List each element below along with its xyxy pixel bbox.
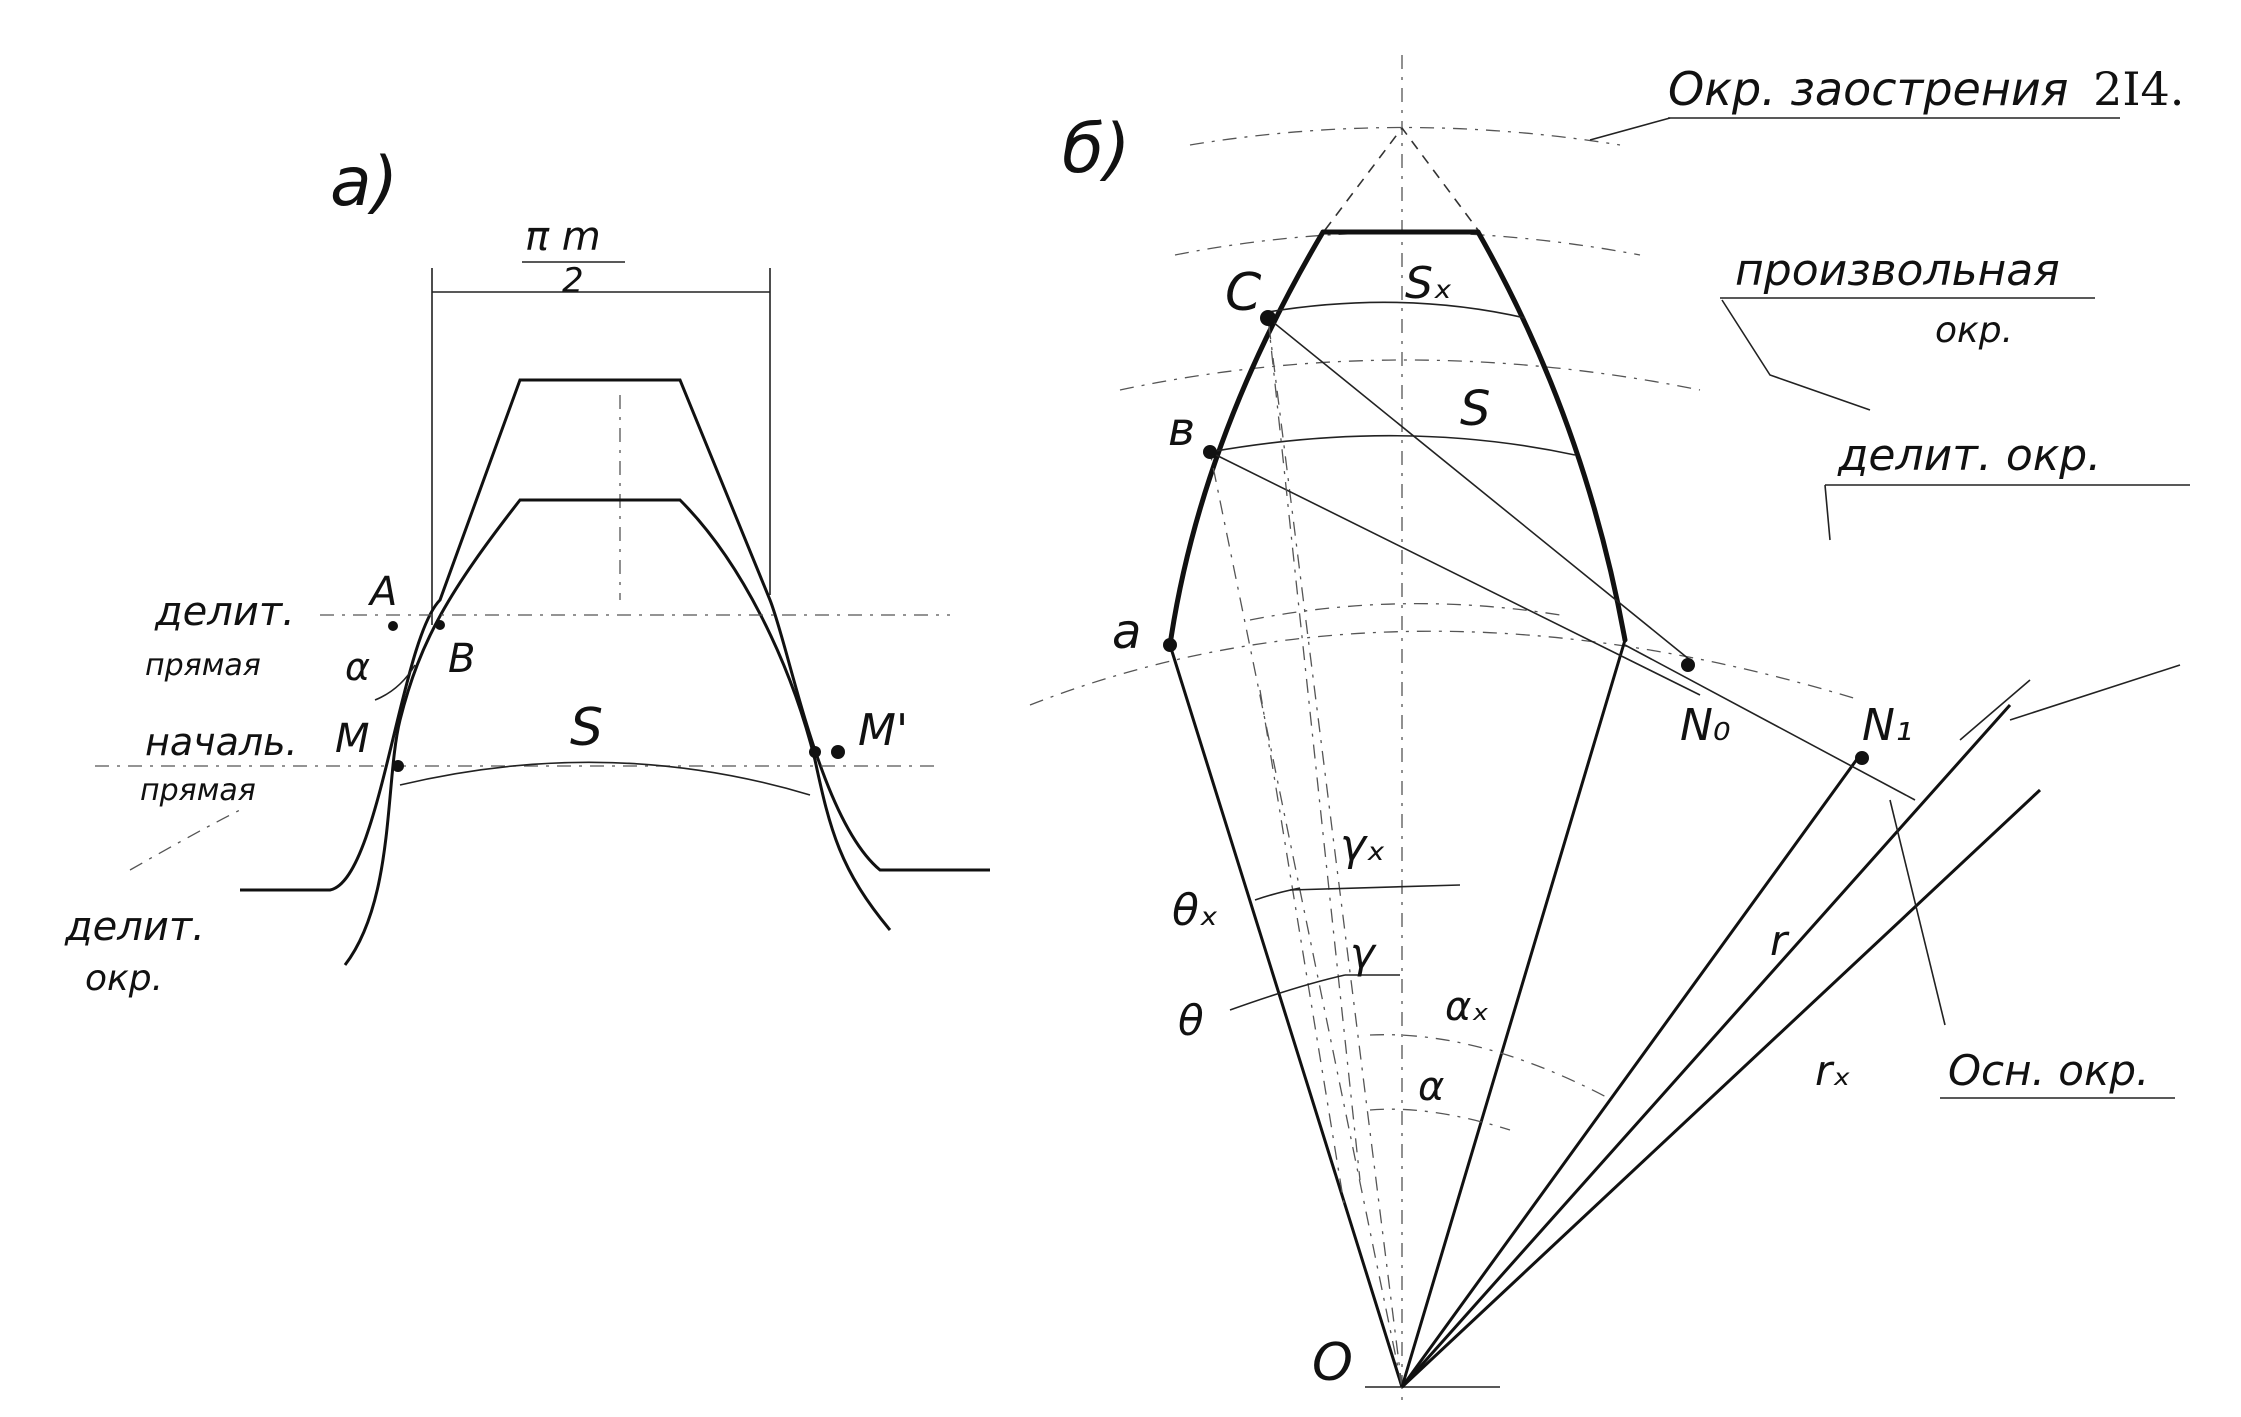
tangent-b [1209, 451, 1701, 696]
tangent-c [1267, 317, 1691, 661]
dividing-circle-label-a-2: окр. [85, 958, 163, 999]
radius-right-N0 [1400, 639, 1627, 1388]
panel-b-label: б) [1062, 110, 1130, 189]
arbitrary-circle-label: произвольная [1735, 245, 2060, 296]
radius-left-outer [1168, 644, 1404, 1388]
point-B-marker [435, 620, 445, 630]
radius-arrow-rx [1959, 679, 2031, 741]
sharpening-circle-label: Окр. заострения 2I4. [1668, 62, 2184, 116]
gamma-x-label: γₓ [1340, 820, 1386, 871]
point-B-label: B [448, 636, 475, 682]
theta-x-arc [1254, 887, 1301, 901]
dividing-line-label: делит. [154, 589, 295, 635]
rack-tooth-profile [240, 378, 990, 892]
point-a-label: a [1112, 604, 1141, 660]
radius-left-b [1209, 451, 1403, 1388]
base-leader [1889, 799, 1946, 1026]
panel-b: б) Sₓ S [1029, 55, 2190, 1405]
base-circle-label: Осн. окр. [1948, 1046, 2149, 1095]
point-M-marker [392, 760, 404, 772]
pitch-fraction-denominator: 2 [562, 261, 584, 301]
sharpening-leader [1589, 117, 1671, 141]
dividing-circle-label-b: делит. окр. [1837, 430, 2101, 481]
gear-tooth-profile [343, 498, 892, 966]
radius-left-c [1267, 317, 1403, 1388]
point-A-label: A [367, 569, 397, 615]
panel-a: а) π m 2 S α A B M M' дели [64, 143, 990, 999]
dividing-circle-label-a: делит. [64, 904, 205, 950]
radius-rx [1400, 704, 2012, 1388]
radius-rx-2 [1400, 788, 2042, 1389]
tooth-profile-left [1167, 229, 1326, 648]
alpha-label-b: α [1418, 1064, 1444, 1110]
point-N0-label: N₀ [1680, 700, 1731, 751]
sx-arc [1267, 301, 1526, 319]
r-label: r [1770, 916, 1790, 965]
s-label-b: S [1460, 381, 1490, 437]
dividing-leader-b [1824, 484, 1831, 541]
point-b-marker [1203, 445, 1217, 459]
root-circle-arc [1249, 602, 1561, 621]
dividing-circle-arc-b [1119, 359, 1701, 391]
base-circle-arc [1029, 630, 1861, 706]
point-A-marker [388, 621, 398, 631]
alpha-arc-a [374, 664, 416, 701]
point-M-label: M [335, 716, 370, 762]
dividing-circle-arc-a [129, 809, 241, 871]
gamma-x-arrow [1289, 884, 1461, 891]
s-arc-b [1209, 434, 1576, 456]
pitch-fraction-numerator: π m [525, 214, 601, 260]
point-M1-label: M' [858, 705, 908, 756]
point-a-marker [1163, 638, 1177, 652]
alpha-label-a: α [345, 645, 370, 689]
tooth-profile-right [1475, 229, 1628, 643]
tangent-line [1624, 644, 1916, 801]
gamma-label: γ [1350, 929, 1377, 978]
point-c-label: C [1225, 263, 1262, 323]
point-M1-marker-b [809, 746, 821, 758]
radius-arrow-r [2009, 664, 2181, 721]
point-N0-marker [1681, 658, 1695, 672]
sx-label: Sₓ [1405, 258, 1452, 309]
arbitrary-circle-label-2: окр. [1935, 310, 2013, 351]
point-M1-marker [831, 745, 845, 759]
pitch-line-label: началь. [145, 720, 298, 764]
point-N1-marker [1855, 751, 1869, 765]
theta-label: θ [1178, 996, 1204, 1045]
arbitrary-circle-arc [1174, 231, 1641, 256]
alpha-arc [1369, 1108, 1511, 1131]
s-label-a: S [570, 698, 603, 758]
s-arc-a [399, 761, 811, 796]
dividing-line-label-2: прямая [145, 648, 261, 683]
alpha-x-label: αₓ [1445, 984, 1489, 1030]
point-b-label: в [1168, 402, 1195, 456]
theta-arc [1229, 974, 1346, 1011]
sharpening-circle-arc [1189, 126, 1621, 146]
point-N1-label: N₁ [1862, 700, 1913, 751]
pitch-line-label-2: прямая [140, 773, 256, 808]
sharpening-circle-text: Окр. заострения [1668, 62, 2068, 116]
construction-dash-1 [1267, 317, 1361, 1181]
theta-x-label: θₓ [1172, 885, 1218, 936]
arbitrary-leader [1721, 299, 1871, 411]
panel-a-label: а) [330, 143, 398, 222]
construction-dash-2 [1259, 689, 1346, 1211]
point-O-label: O [1312, 1333, 1353, 1393]
radius-r [1400, 754, 1862, 1388]
rx-label: rₓ [1815, 1046, 1851, 1095]
sharpening-apex [1324, 126, 1479, 231]
figure-ref: 2I4. [2093, 62, 2184, 116]
point-c-marker [1260, 310, 1276, 326]
